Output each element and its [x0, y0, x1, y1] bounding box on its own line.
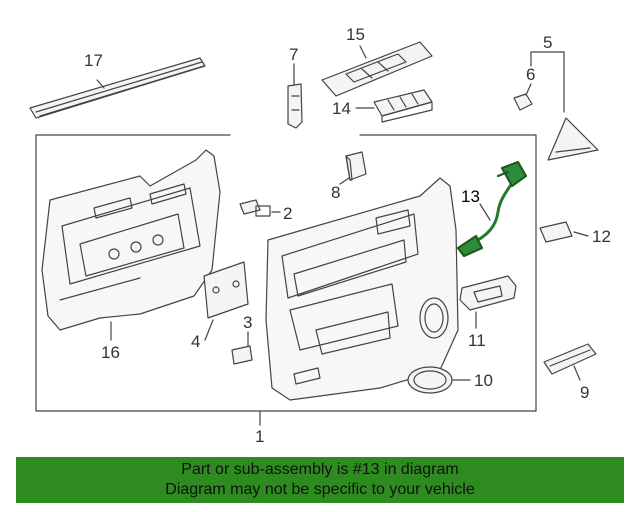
callout-10: 10 [474, 371, 493, 390]
part-5-mirror-patch [547, 117, 599, 161]
part-15-switch-bezel [321, 41, 433, 97]
banner-line-1: Part or sub-assembly is #13 in diagram [181, 461, 459, 478]
door-trim-panel [265, 177, 459, 401]
part-17-belt-molding [29, 57, 206, 119]
part-3-switch [231, 345, 253, 365]
callout-7: 7 [289, 45, 299, 64]
callout-1: 1 [255, 427, 265, 446]
callout-16: 16 [101, 343, 120, 362]
callout-15: 15 [346, 25, 365, 44]
leader-6 [525, 83, 532, 96]
callout-13: 13 [461, 187, 480, 206]
leader-9 [573, 365, 581, 381]
callout-9: 9 [580, 383, 590, 402]
callout-5: 5 [543, 33, 553, 52]
callout-17: 17 [84, 51, 103, 70]
leader-12 [573, 231, 589, 237]
part-8-cover [345, 151, 367, 181]
callout-3: 3 [243, 313, 253, 332]
callout-6: 6 [526, 65, 536, 84]
part-16-inner-panel [41, 149, 221, 331]
leader-13 [479, 203, 491, 221]
assembly-frame [35, 134, 537, 412]
leader-15 [359, 45, 367, 59]
part-11-handle-bezel [459, 275, 517, 311]
callout-12: 12 [592, 227, 611, 246]
leader-4 [204, 319, 214, 341]
part-4-bracket [203, 261, 249, 319]
callout-8: 8 [331, 183, 341, 202]
banner-line-2: Diagram may not be specific to your vehi… [165, 481, 475, 498]
part-14-window-switch [373, 89, 433, 123]
part-10-speaker-grille [407, 366, 453, 394]
part-7-clip [287, 83, 303, 129]
info-banner: Part or sub-assembly is #13 in diagram D… [16, 457, 624, 503]
callout-2: 2 [283, 204, 293, 223]
callout-11: 11 [468, 331, 486, 350]
part-12-cover [539, 221, 573, 243]
leader-17 [96, 79, 105, 89]
part-2-push-pin [239, 199, 271, 217]
leader-8 [339, 177, 350, 185]
callout-4: 4 [191, 332, 201, 351]
callout-14: 14 [332, 99, 351, 118]
part-9-pull-cup [543, 343, 597, 375]
part-6-bracket [513, 93, 533, 111]
part-13-wiring-harness [456, 160, 528, 258]
